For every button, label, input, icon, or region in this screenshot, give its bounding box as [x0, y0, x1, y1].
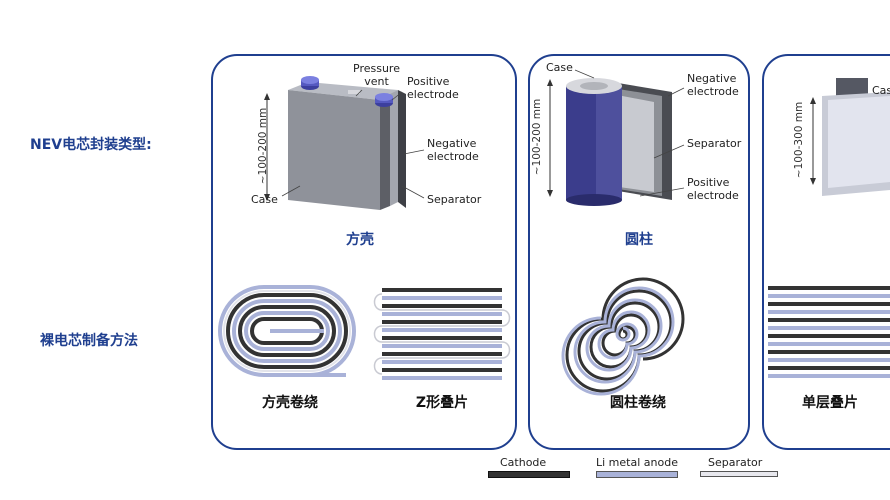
label-negative-line1: Negative [687, 72, 737, 85]
label-case: Case [251, 193, 278, 206]
legend-label-anode: Li metal anode [596, 456, 678, 469]
dimension-arrow [264, 93, 270, 201]
panel-title-cylindrical: 圆柱 [625, 232, 653, 248]
row-label-cell-method: 裸电芯制备方法 [40, 333, 138, 349]
cylindrical-cell-illustration [566, 78, 672, 206]
legend-swatch-anode [596, 471, 678, 478]
dimension-arrow [810, 97, 816, 185]
legend-swatch-separator [700, 471, 778, 477]
label-case: Case [546, 61, 573, 74]
dimension-arrow [547, 79, 553, 197]
z-stacking-illustration [373, 288, 511, 380]
dimension-label: ~100-300 mm [793, 101, 805, 179]
cylindrical-winding-illustration [561, 277, 685, 396]
label-pressure-vent-line1: Pressure [353, 62, 400, 75]
label-separator: Separator [687, 137, 742, 150]
label-negative-electrode: Negative electrode [687, 72, 739, 98]
legend-swatch-cathode [488, 471, 570, 478]
label-positive-line2: electrode [687, 189, 739, 202]
label-positive-line2: electrode [407, 88, 459, 101]
label-negative-line2: electrode [687, 85, 739, 98]
single-layer-stacking-illustration [768, 286, 890, 378]
legend-label-separator: Separator [708, 456, 763, 469]
row-label-packaging: NEV电芯封装类型: [30, 137, 152, 153]
method-label-single-layer-stacking: 单层叠片 [802, 395, 858, 411]
label-separator: Separator [427, 193, 482, 206]
pouch-cell-illustration [822, 78, 890, 196]
label-case: Cas [872, 84, 890, 97]
label-positive-line1: Positive [407, 75, 450, 88]
method-label-z-stacking: Z形叠片 [415, 395, 469, 411]
method-label-prismatic-winding: 方壳卷绕 [262, 395, 318, 411]
label-positive-line1: Positive [687, 176, 730, 189]
label-negative-line2: electrode [427, 150, 479, 163]
label-pressure-vent-line2: vent [364, 75, 389, 88]
panel-title-prismatic: 方壳 [346, 232, 374, 248]
legend-label-cathode: Cathode [500, 456, 547, 469]
label-negative-line1: Negative [427, 137, 477, 150]
label-positive-electrode: Positive electrode [407, 75, 459, 101]
method-label-cylindrical-winding: 圆柱卷绕 [610, 395, 666, 411]
label-positive-electrode: Positive electrode [687, 176, 739, 202]
label-pressure-vent: Pressure vent [353, 62, 400, 88]
prismatic-cell-illustration [288, 76, 406, 210]
label-negative-electrode: Negative electrode [427, 137, 479, 163]
prismatic-winding-illustration [218, 285, 356, 377]
